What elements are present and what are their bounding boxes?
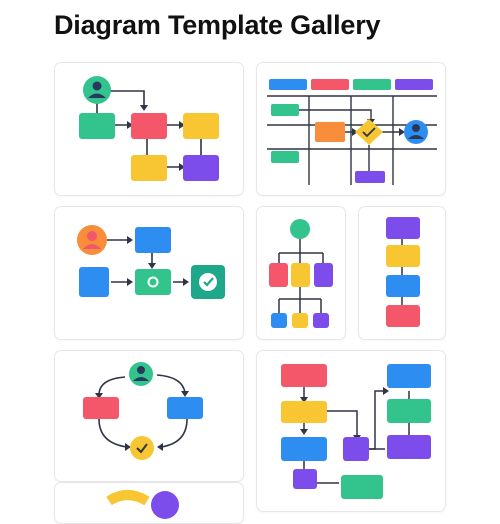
template-card-vertical-flow[interactable] [358, 206, 446, 340]
swimlane-diagram-thumbnail [267, 79, 437, 185]
page-title: Diagram Template Gallery [54, 10, 381, 40]
template-card-approval-workflow[interactable] [54, 206, 244, 340]
cycle-diagram-thumbnail [83, 362, 203, 460]
partial-template-thumbnail [106, 490, 179, 519]
multi-branch-flowchart-thumbnail [281, 364, 431, 499]
process-step [131, 113, 167, 139]
gear-icon [147, 276, 159, 288]
template-card-multi-branch-flowchart[interactable] [256, 350, 446, 512]
process-step [79, 113, 115, 139]
process-flowchart-thumbnail [79, 76, 219, 181]
vertical-flow-thumbnail [386, 217, 420, 327]
template-card-cycle-diagram[interactable] [54, 350, 244, 482]
template-card-swimlane-diagram[interactable] [256, 62, 446, 196]
approval-workflow-thumbnail [77, 225, 225, 299]
template-card-partial[interactable] [54, 482, 244, 524]
org-chart-thumbnail [269, 219, 333, 328]
template-card-org-chart[interactable] [256, 206, 346, 340]
process-step [183, 155, 219, 181]
decision-diamond [355, 119, 383, 145]
process-step [131, 155, 167, 181]
checkmark-icon [203, 277, 214, 287]
process-step [183, 113, 219, 139]
template-card-process-flowchart[interactable] [54, 62, 244, 196]
checkmark-icon [136, 443, 148, 454]
